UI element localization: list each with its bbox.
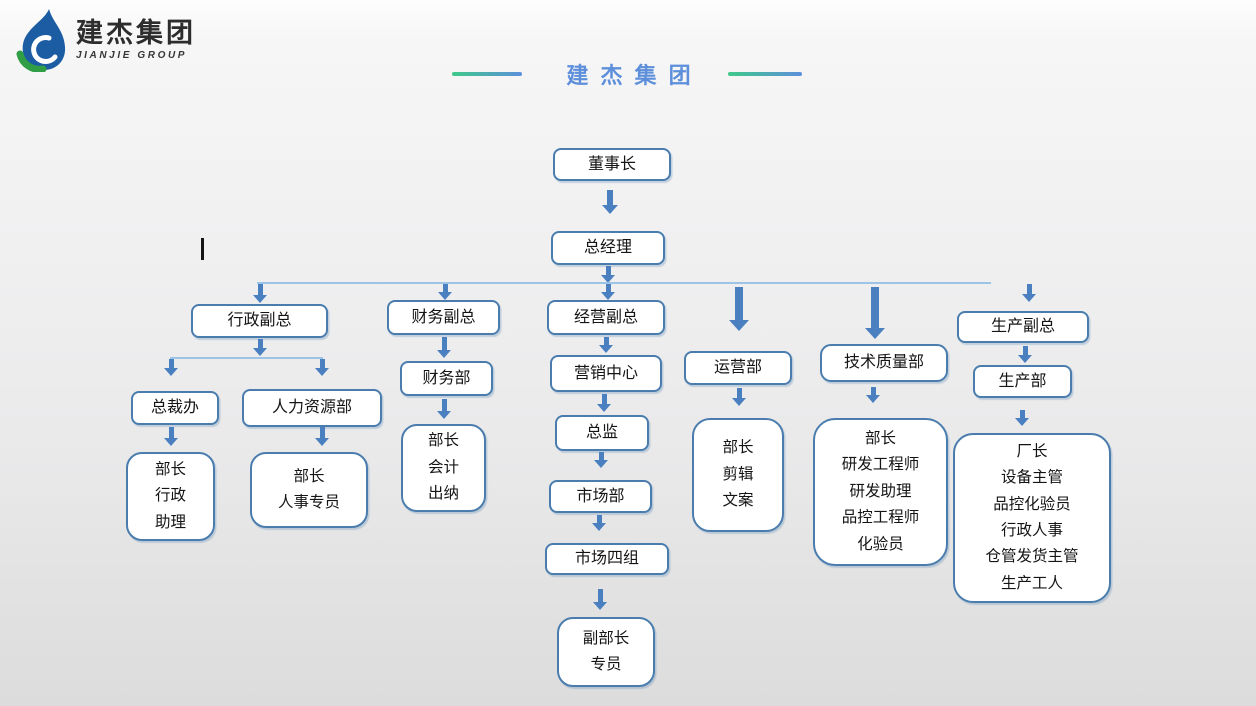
logo-text: 建杰集团 JIANJIE GROUP [76, 17, 196, 62]
arrow-down [866, 387, 880, 403]
company-logo: 建杰集团 JIANJIE GROUP [16, 8, 196, 72]
node-finance-staff: 部长 会计 出纳 [401, 424, 486, 512]
node-marketing-director: 总监 [555, 415, 649, 451]
node-production-vp: 生产副总 [957, 311, 1089, 343]
arrow-down [1015, 410, 1029, 426]
arrow-down [593, 589, 607, 610]
node-admin-vp: 行政副总 [191, 304, 328, 338]
logo-company-name-cn: 建杰集团 [76, 17, 196, 48]
node-tech-quality-dept: 技术质量部 [820, 344, 948, 382]
node-production-dept: 生产部 [973, 365, 1072, 398]
arrow-down [438, 284, 452, 300]
node-hr-dept: 人力资源部 [242, 389, 382, 427]
node-finance-vp: 财务副总 [387, 300, 500, 335]
arrow-down-long [865, 287, 885, 339]
arrow-down-long [729, 287, 749, 331]
arrow-down [315, 359, 329, 376]
node-chairman: 董事长 [553, 148, 671, 181]
node-production-staff: 厂长 设备主管 品控化验员 行政人事 仓管发货主管 生产工人 [953, 433, 1111, 603]
text-cursor [201, 238, 204, 260]
node-marketing-center: 营销中心 [550, 355, 662, 392]
node-finance-dept: 财务部 [400, 361, 493, 396]
arrow-down [601, 284, 615, 300]
arrow-down [253, 339, 267, 356]
logo-company-name-en: JIANJIE GROUP [76, 50, 188, 62]
node-operations-dept: 运营部 [684, 351, 792, 385]
arrow-down [594, 452, 608, 468]
node-hr-staff: 部长 人事专员 [250, 452, 368, 528]
arrow-down [315, 427, 329, 446]
node-general-manager: 总经理 [551, 231, 665, 265]
arrow-down [592, 515, 606, 531]
node-admin-office-staff: 部长 行政 助理 [126, 452, 215, 541]
arrow-down [599, 337, 613, 353]
title-decor-line-right [728, 72, 802, 76]
arrow-down [1022, 284, 1036, 302]
arrow-down [601, 266, 615, 283]
arrow-down [164, 359, 178, 376]
node-market-group-four: 市场四组 [545, 543, 669, 575]
arrow-down [253, 284, 267, 303]
node-business-vp: 经营副总 [547, 300, 665, 335]
title-decor-line-left [452, 72, 522, 76]
arrow-down [437, 337, 451, 358]
node-market-staff: 副部长 专员 [557, 617, 655, 687]
node-market-dept: 市场部 [549, 480, 652, 513]
arrow-down [164, 427, 178, 446]
water-drop-logo-icon [16, 9, 66, 72]
node-ceo-office: 总裁办 [131, 391, 219, 425]
arrow-down [437, 399, 451, 419]
page-title: 建 杰 集 团 [566, 63, 694, 88]
node-tech-quality-staff: 部长 研发工程师 研发助理 品控工程师 化验员 [813, 418, 948, 566]
connector-line-admin [170, 357, 323, 359]
connector-line-main [257, 282, 991, 284]
node-operations-staff: 部长 剪辑 文案 [692, 418, 784, 532]
arrow-down [602, 190, 618, 214]
arrow-down [1018, 346, 1032, 363]
arrow-down [597, 394, 611, 412]
arrow-down [732, 388, 746, 406]
